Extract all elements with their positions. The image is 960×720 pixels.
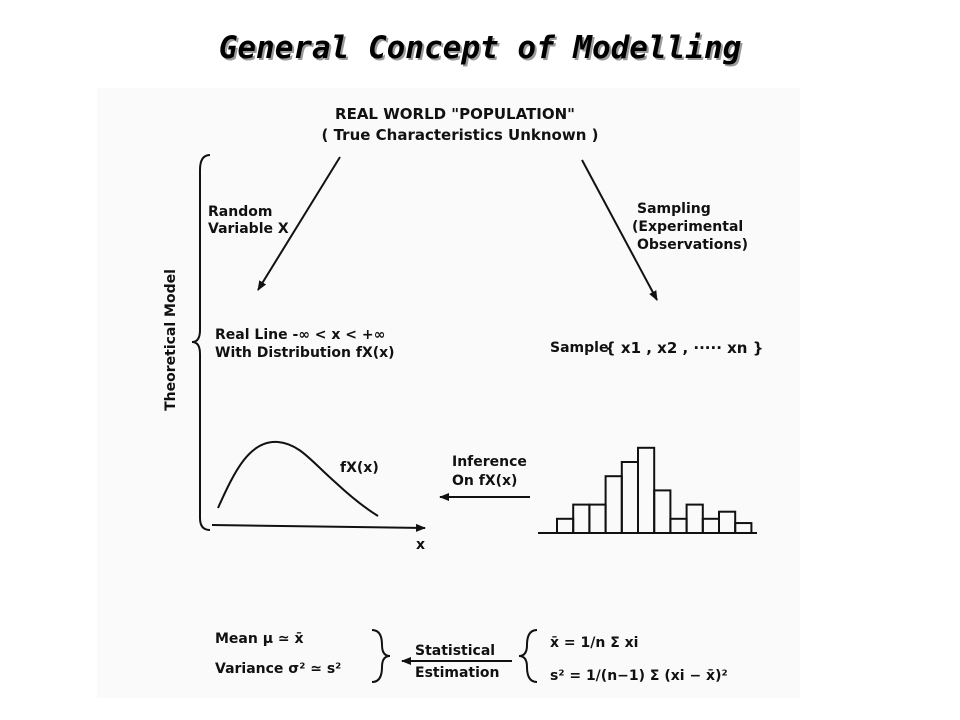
sample-histogram [556,446,753,535]
distribution-label: With Distribution fX(x) [215,345,395,361]
inference-label-2: On fX(x) [452,473,517,489]
histogram-bar [556,517,575,534]
random-variable-label-1: Random [208,204,272,220]
histogram-bar [734,522,753,534]
theoretical-model-label: Theoretical Model [163,269,179,411]
theoretical-model-brace [191,154,211,531]
histogram-bar [588,503,607,535]
histogram-bar [701,517,720,534]
variance-formula: s² = 1/(n−1) Σ (xi − x̄)² [550,668,728,684]
axis-label-x: x [416,537,425,553]
slide-title: General Concept of Modelling [218,30,742,66]
estimation-label: Estimation [415,665,500,681]
variance-estimate: Variance σ² ≃ s² [215,661,341,677]
histogram-bar [653,489,672,534]
histogram-bar [669,517,688,534]
mean-estimate: Mean μ ≃ x̄ [215,631,304,647]
sampling-label-3: Observations) [637,237,748,253]
histogram-bar [718,510,737,535]
sampling-label-1: Sampling [637,201,711,217]
sample-set: { x1 , x2 , ····· xn } [605,339,763,357]
random-variable-label-2: Variable X [208,221,289,237]
real-line-label: Real Line -∞ < x < +∞ [215,327,385,343]
mean-formula: x̄ = 1/n Σ xi [550,635,638,651]
histogram-bar [604,475,623,535]
sample-label: Sample [550,340,608,356]
histogram-bar [685,503,704,535]
sampling-label-2: (Experimental [632,219,743,235]
formulas-brace [518,629,538,683]
density-curve [217,440,379,517]
inference-label-1: Inference [452,454,527,470]
scanned-figure-background [97,88,800,698]
statistical-label: Statistical [415,643,495,659]
population-title: REAL WORLD "POPULATION" [335,105,575,123]
population-subtitle: ( True Characteristics Unknown ) [322,126,599,144]
histogram-bar [637,446,656,534]
arrow-to-sampling [581,159,658,301]
estimates-brace [371,629,391,683]
histogram-bar [572,503,591,535]
curve-label: fX(x) [340,460,379,476]
histogram-bar [620,461,639,534]
arrow-to-theoretical-model [257,156,341,291]
x-axis [211,523,426,532]
